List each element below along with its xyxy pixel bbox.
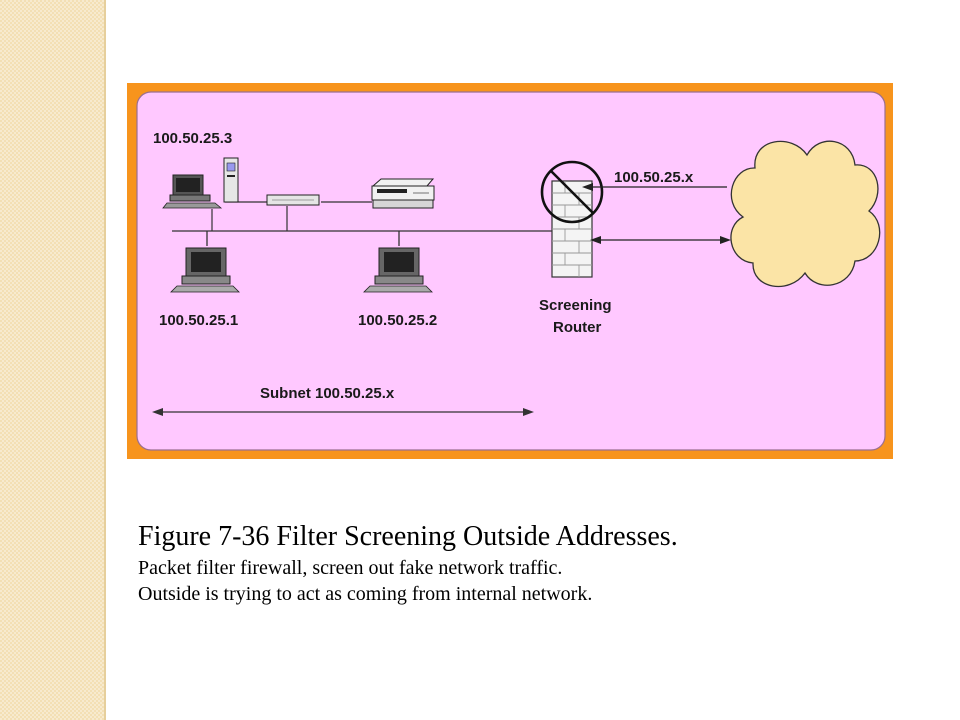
host-label-2: 100.50.25.2 xyxy=(358,312,437,329)
caption-title: Figure 7-36 Filter Screening Outside Add… xyxy=(138,521,678,552)
caption-line: Outside is trying to act as coming from … xyxy=(138,583,593,605)
subnet-label: Subnet 100.50.25.x xyxy=(260,385,395,402)
figure-caption: Figure 7-36 Filter Screening Outside Add… xyxy=(138,519,918,607)
printer-icon xyxy=(371,178,435,209)
router-label-line1: Screening xyxy=(539,297,612,314)
host-label-3: 100.50.25.3 xyxy=(153,130,232,147)
workstation-icon xyxy=(162,157,239,209)
network-diagram: 100.50.25.3 100.50.25.1 100.50.25.2 Scre… xyxy=(127,83,893,459)
diagram-background xyxy=(136,91,886,451)
outside-address-label: 100.50.25.x xyxy=(614,169,694,186)
router-label-line2: Router xyxy=(553,319,601,336)
prohibited-icon xyxy=(540,160,604,224)
cloud-icon xyxy=(730,140,881,288)
firewall-icon xyxy=(551,180,593,278)
host-label-1: 100.50.25.1 xyxy=(159,312,238,329)
caption-line: Packet filter firewall, screen out fake … xyxy=(138,557,563,579)
computer-icon xyxy=(363,247,433,293)
computer-icon xyxy=(170,247,240,293)
hub-icon xyxy=(266,194,320,206)
decorative-side-band xyxy=(0,0,106,720)
